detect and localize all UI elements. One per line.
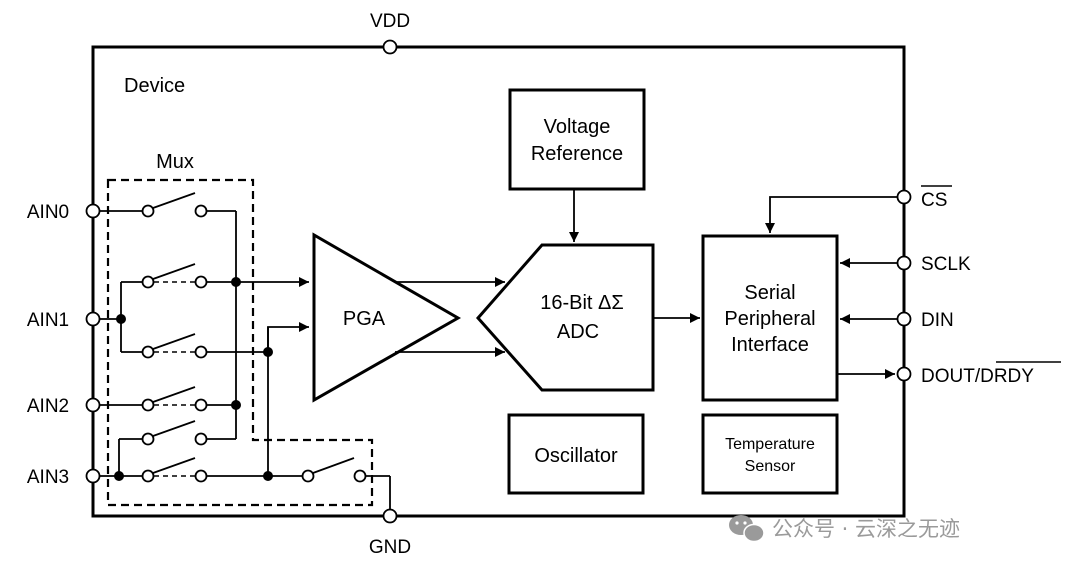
switch-ain1-p bbox=[141, 263, 208, 289]
device-outline bbox=[91, 45, 906, 518]
ain3-pin bbox=[85, 468, 101, 484]
spi-block bbox=[701, 234, 839, 402]
oscillator-label: Oscillator bbox=[534, 445, 618, 467]
switch-ain3-n bbox=[141, 457, 208, 483]
voltage-reference-block bbox=[508, 88, 646, 191]
switch-ain3-p bbox=[141, 420, 208, 446]
ain2-label: AIN2 bbox=[27, 396, 69, 417]
ain0-pin bbox=[85, 203, 101, 219]
ain1-pin bbox=[85, 311, 101, 327]
ain2-pin bbox=[85, 397, 101, 413]
sclk-label: SCLK bbox=[921, 254, 971, 275]
pga-input-n bbox=[267, 322, 309, 352]
device-label: Device bbox=[124, 75, 185, 97]
din-pin bbox=[896, 311, 912, 327]
switch-gang-lines bbox=[154, 281, 195, 477]
gnd-label: GND bbox=[369, 537, 411, 558]
voltage-reference-line2: Reference bbox=[531, 143, 623, 165]
temperature-sensor-line1: Temperature bbox=[725, 436, 815, 453]
pga-amplifier bbox=[312, 232, 462, 403]
oscillator-block bbox=[507, 413, 645, 495]
din-label: DIN bbox=[921, 310, 954, 331]
adc-label-line2: ADC bbox=[557, 321, 599, 343]
junction-dots bbox=[114, 277, 273, 481]
cs-to-spi bbox=[765, 196, 898, 233]
ain3-label: AIN3 bbox=[27, 467, 69, 488]
spi-label-line2: Peripheral bbox=[724, 308, 815, 330]
voltage-reference-line1: Voltage bbox=[544, 116, 611, 138]
switch-ain2 bbox=[141, 386, 208, 412]
drdy-label: DRDY bbox=[980, 366, 1034, 387]
temperature-sensor-line2: Sensor bbox=[745, 458, 796, 475]
mux-outline bbox=[106, 178, 374, 507]
cs-pin bbox=[896, 189, 912, 205]
adc-label-line1: 16-Bit ΔΣ bbox=[540, 292, 624, 314]
temperature-sensor-block bbox=[701, 413, 839, 495]
spi-label-line3: Interface bbox=[731, 334, 809, 356]
wechat-icon bbox=[729, 515, 765, 543]
dout-drdy-label: DOUT/DRDY bbox=[921, 366, 1034, 387]
mux-label: Mux bbox=[156, 151, 194, 173]
dout-label: DOUT/ bbox=[921, 366, 981, 387]
dout-drdy-pin bbox=[896, 366, 912, 382]
gnd-pin bbox=[382, 508, 398, 524]
switch-gnd bbox=[301, 457, 367, 483]
spi-label-line1: Serial bbox=[744, 282, 795, 304]
vdd-pin bbox=[382, 39, 398, 55]
switch-ain1-n bbox=[141, 333, 208, 359]
watermark-text: 公众号 · 云深之无迹 bbox=[772, 517, 960, 541]
ain0-label: AIN0 bbox=[27, 202, 69, 223]
switch-ain0 bbox=[141, 192, 208, 218]
ain1-label: AIN1 bbox=[27, 310, 69, 331]
sclk-pin bbox=[896, 255, 912, 271]
vdd-label: VDD bbox=[370, 11, 410, 32]
pga-label: PGA bbox=[343, 308, 386, 330]
cs-label: CS bbox=[921, 190, 947, 211]
adc-block bbox=[475, 243, 655, 392]
mux-switches bbox=[141, 192, 367, 483]
